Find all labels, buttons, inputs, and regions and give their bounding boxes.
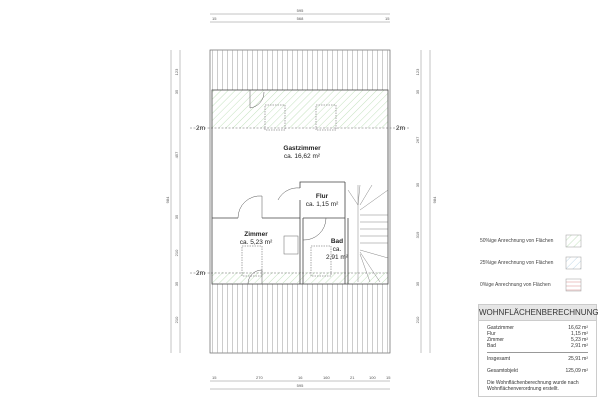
walls xyxy=(211,89,389,285)
room-area-bad-2: 2,91 m² xyxy=(326,254,349,261)
dim-bottom-6: 100 xyxy=(369,375,376,380)
svg-text:35: 35 xyxy=(174,214,179,219)
top-dimensions xyxy=(210,13,390,23)
left-dimensions xyxy=(170,50,181,353)
svg-text:35: 35 xyxy=(415,281,420,286)
dim-bottom-2: 270 xyxy=(256,375,263,380)
chimney xyxy=(283,235,299,255)
roof-bottom xyxy=(210,284,390,353)
room-area-zimmer: ca. 5,23 m² xyxy=(240,239,273,246)
svg-text:35: 35 xyxy=(174,281,179,286)
dim-bottom-7: 15 xyxy=(386,375,391,380)
svg-text:267: 267 xyxy=(415,136,420,143)
svg-text:210: 210 xyxy=(174,249,179,256)
hatch-50-top xyxy=(212,90,388,128)
right-dim-labels: 123 35 267 35 319 35 210 984 xyxy=(415,68,437,323)
roof-top xyxy=(210,50,390,90)
height-mark-right: 2m xyxy=(396,125,405,132)
divider xyxy=(487,352,588,353)
legend-label-25: 25%ige Anrechnung von Flächen xyxy=(480,260,554,266)
svg-text:210: 210 xyxy=(174,316,179,323)
svg-text:319: 319 xyxy=(415,231,420,238)
svg-text:123: 123 xyxy=(415,68,420,75)
room-name-gastzimmer: Gastzimmer xyxy=(283,145,321,152)
dim-bottom-5: 21 xyxy=(350,375,355,380)
dim-bottom-1: 15 xyxy=(212,375,217,380)
room-area-flur: ca. 1,15 m² xyxy=(306,201,339,208)
left-dim-labels: 123 35 457 35 210 35 210 984 xyxy=(165,68,179,323)
room-name-flur: Flur xyxy=(316,193,329,200)
room-area-bad-1: ca. xyxy=(333,246,342,253)
svg-text:35: 35 xyxy=(174,89,179,94)
dim-bottom-total: 595 xyxy=(297,383,304,388)
svg-text:984: 984 xyxy=(432,196,437,203)
svg-text:123: 123 xyxy=(174,68,179,75)
svg-text:984: 984 xyxy=(165,196,170,203)
room-name-zimmer: Zimmer xyxy=(244,231,268,238)
svg-text:210: 210 xyxy=(415,316,420,323)
svg-text:35: 35 xyxy=(415,182,420,187)
calculation-note: Die Wohnflächenberechnung wurde nach Woh… xyxy=(487,380,579,392)
dim-bottom-3: 16 xyxy=(298,375,303,380)
legend-label-50: 50%ige Anrechnung von Flächen xyxy=(480,238,554,244)
room-name-bad: Bad xyxy=(331,238,343,245)
legend-swatch-25 xyxy=(565,256,582,270)
legend-swatch-50 xyxy=(565,234,582,248)
legend: 50%ige Anrechnung von Flächen 25%ige Anr… xyxy=(480,234,582,292)
dim-top-total: 595 xyxy=(297,8,304,13)
height-mark-bottom: 2m xyxy=(196,270,205,277)
dim-top-1: 15 xyxy=(212,16,217,21)
skylights xyxy=(241,104,337,277)
height-lines xyxy=(190,127,410,274)
legend-swatch-0 xyxy=(565,278,582,292)
legend-label-0: 0%ige Anrechnung von Flächen xyxy=(480,282,551,288)
right-dimensions xyxy=(420,50,431,353)
calculation-title: WOHNFLÄCHENBERECHNUNG xyxy=(479,305,599,321)
height-mark-left: 2m xyxy=(196,125,205,132)
staircase xyxy=(347,184,389,283)
dim-top-2: 568 xyxy=(297,16,304,21)
svg-text:35: 35 xyxy=(415,89,420,94)
dim-bottom-4: 160 xyxy=(323,375,330,380)
room-area-gastzimmer: ca. 16,62 m² xyxy=(284,153,321,160)
svg-text:457: 457 xyxy=(174,151,179,158)
bottom-dimensions xyxy=(210,380,390,390)
dim-top-3: 15 xyxy=(385,16,390,21)
